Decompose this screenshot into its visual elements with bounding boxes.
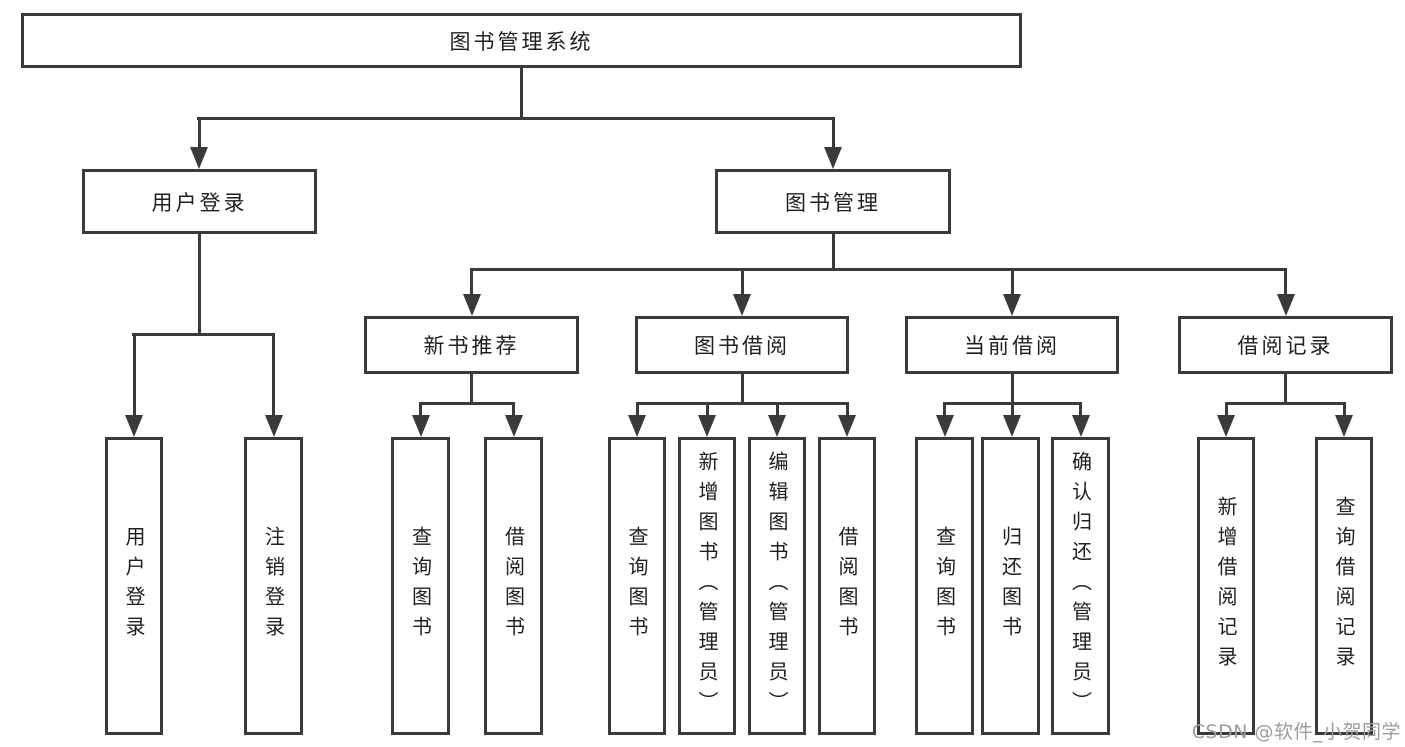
connector-line (470, 268, 473, 296)
leaf-query-books-recommend: 查询图书 (391, 437, 450, 735)
node-borrowing-records: 借阅记录 (1178, 316, 1393, 374)
arrow-down-icon (125, 415, 143, 437)
leaf-query-books-borrowing: 查询图书 (608, 437, 666, 735)
arrow-down-icon (1217, 415, 1235, 437)
leaf-label: 查询图书 (932, 526, 957, 646)
node-label: 图书管理系统 (449, 29, 594, 54)
node-current-borrowing: 当前借阅 (905, 316, 1119, 374)
leaf-borrow-books: 借阅图书 (818, 437, 876, 735)
node-library-management-system: 图书管理系统 (21, 13, 1022, 68)
leaf-label: 查询图书 (625, 526, 649, 646)
node-book-borrowing: 图书借阅 (635, 316, 849, 374)
leaf-label: 编辑图书（管理员） (765, 451, 789, 721)
arrow-down-icon (768, 415, 786, 437)
leaf-confirm-return-admin: 确认归还（管理员） (1051, 437, 1110, 735)
connector-line (1284, 268, 1287, 296)
node-user-login: 用户登录 (82, 169, 317, 234)
connector-line (831, 234, 835, 271)
arrow-down-icon (838, 415, 856, 437)
connector-line (740, 268, 744, 296)
connector-line (845, 402, 849, 417)
csdn-watermark: CSDN @软件_小贺同学 (1191, 721, 1401, 743)
connector-line (1079, 402, 1082, 417)
leaf-label: 查询图书 (408, 526, 433, 646)
arrow-down-icon (1335, 415, 1353, 437)
arrow-down-icon (1276, 294, 1295, 316)
leaf-user-login: 用户登录 (105, 437, 163, 735)
leaf-label: 注销登录 (261, 526, 286, 646)
node-label: 新书推荐 (423, 334, 520, 358)
arrow-down-icon (190, 147, 208, 169)
node-label: 当前借阅 (964, 334, 1060, 358)
leaf-label: 查询借阅记录 (1332, 496, 1356, 676)
leaf-add-books-admin: 新增图书（管理员） (678, 437, 736, 735)
arrow-down-icon (504, 415, 523, 437)
connector-line (740, 374, 744, 405)
arrow-down-icon (698, 415, 716, 437)
connector-line (635, 402, 849, 405)
connector-line (512, 402, 515, 417)
leaf-borrow-books-recommend: 借阅图书 (484, 437, 543, 735)
arrow-down-icon (462, 294, 481, 316)
connector-line (1010, 402, 1014, 417)
leaf-label: 借阅图书 (501, 526, 526, 646)
node-label: 图书借阅 (694, 334, 790, 358)
leaf-logout: 注销登录 (244, 437, 303, 735)
arrow-down-icon (628, 415, 646, 437)
connector-line (197, 117, 835, 120)
leaf-label: 归还图书 (998, 526, 1023, 646)
connector-line (1284, 374, 1287, 405)
arrow-down-icon (733, 294, 751, 316)
arrow-down-icon (1003, 294, 1021, 316)
connector-line (132, 333, 275, 336)
connector-line (705, 402, 709, 417)
connector-line (1010, 374, 1014, 405)
connector-line (419, 402, 515, 405)
connector-line (132, 333, 136, 417)
connector-line (635, 402, 639, 417)
connector-line (197, 117, 201, 149)
connector-line (1224, 402, 1228, 417)
leaf-add-borrow-record: 新增借阅记录 (1197, 437, 1255, 735)
node-book-management: 图书管理 (715, 169, 951, 234)
connector-line (520, 68, 523, 120)
node-label: 借阅记录 (1237, 334, 1334, 358)
connector-line (1224, 402, 1346, 405)
leaf-label: 确认归还（管理员） (1068, 451, 1093, 721)
connector-line (419, 402, 422, 417)
leaf-label: 新增借阅记录 (1214, 496, 1238, 676)
connector-line (198, 234, 201, 336)
leaf-return-books: 归还图书 (981, 437, 1040, 735)
connector-line (831, 117, 835, 149)
node-new-book-recommend: 新书推荐 (364, 316, 579, 374)
arrow-down-icon (411, 415, 430, 437)
leaf-edit-books-admin: 编辑图书（管理员） (748, 437, 806, 735)
leaf-query-borrow-record: 查询借阅记录 (1315, 437, 1373, 735)
connector-line (1010, 268, 1014, 296)
arrow-down-icon (1003, 415, 1021, 437)
arrow-down-icon (264, 415, 283, 437)
leaf-label: 用户登录 (122, 526, 146, 646)
connector-line (775, 402, 779, 417)
connector-line (272, 333, 275, 417)
leaf-label: 新增图书（管理员） (695, 451, 719, 721)
arrow-down-icon (935, 415, 954, 437)
leaf-query-books-current: 查询图书 (915, 437, 974, 735)
connector-line (470, 268, 1287, 271)
arrow-down-icon (824, 147, 842, 169)
arrow-down-icon (1071, 415, 1090, 437)
node-label: 图书管理 (785, 190, 881, 215)
leaf-label: 借阅图书 (835, 526, 859, 646)
connector-line (470, 374, 473, 405)
connector-line (943, 402, 946, 417)
node-label: 用户登录 (151, 190, 248, 215)
connector-line (1342, 402, 1346, 417)
